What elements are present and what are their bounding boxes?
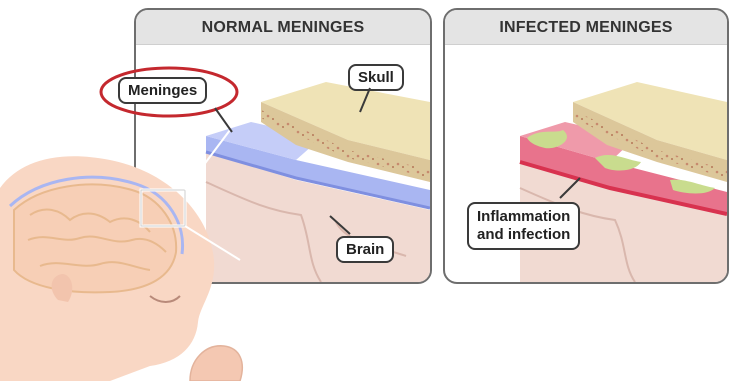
meninges-callout: Meninges bbox=[118, 77, 207, 104]
baby-hand bbox=[190, 346, 242, 381]
baby-brain bbox=[14, 184, 176, 292]
